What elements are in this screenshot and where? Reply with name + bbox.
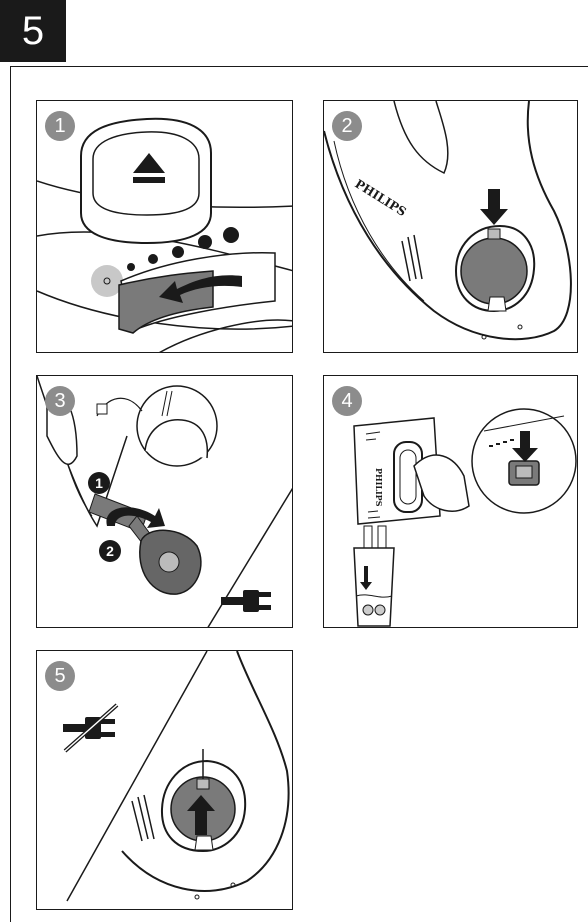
step-5-panel: 5 bbox=[36, 650, 293, 910]
svg-text:1: 1 bbox=[95, 475, 103, 491]
step-1-badge: 1 bbox=[45, 111, 75, 141]
step-4-panel: 4 PHILIPS bbox=[323, 375, 578, 628]
step-3-illustration: 1 2 bbox=[37, 376, 293, 628]
step-4-illustration: PHILIPS bbox=[324, 376, 578, 628]
step-1-panel: 1 bbox=[36, 100, 293, 353]
svg-text:2: 2 bbox=[106, 543, 114, 559]
unplug-icon bbox=[63, 705, 117, 751]
step-4-badge: 4 bbox=[332, 386, 362, 416]
step-3-badge: 3 bbox=[45, 386, 75, 416]
substep-2-badge: 2 bbox=[99, 540, 121, 562]
step-2-illustration: PHILIPS bbox=[324, 101, 578, 353]
substep-1-badge: 1 bbox=[88, 472, 110, 494]
brand-logo: PHILIPS bbox=[374, 468, 384, 507]
brand-logo: PHILIPS bbox=[352, 177, 408, 219]
section-number: 5 bbox=[0, 0, 66, 62]
step-2-badge: 2 bbox=[332, 111, 362, 141]
step-5-badge: 5 bbox=[45, 661, 75, 691]
step-2-panel: 2 PHILIPS bbox=[323, 100, 578, 353]
step-5-illustration bbox=[37, 651, 293, 910]
arrow-down-icon bbox=[480, 189, 508, 225]
step-1-illustration bbox=[37, 101, 293, 353]
step-3-panel: 3 1 2 bbox=[36, 375, 293, 628]
